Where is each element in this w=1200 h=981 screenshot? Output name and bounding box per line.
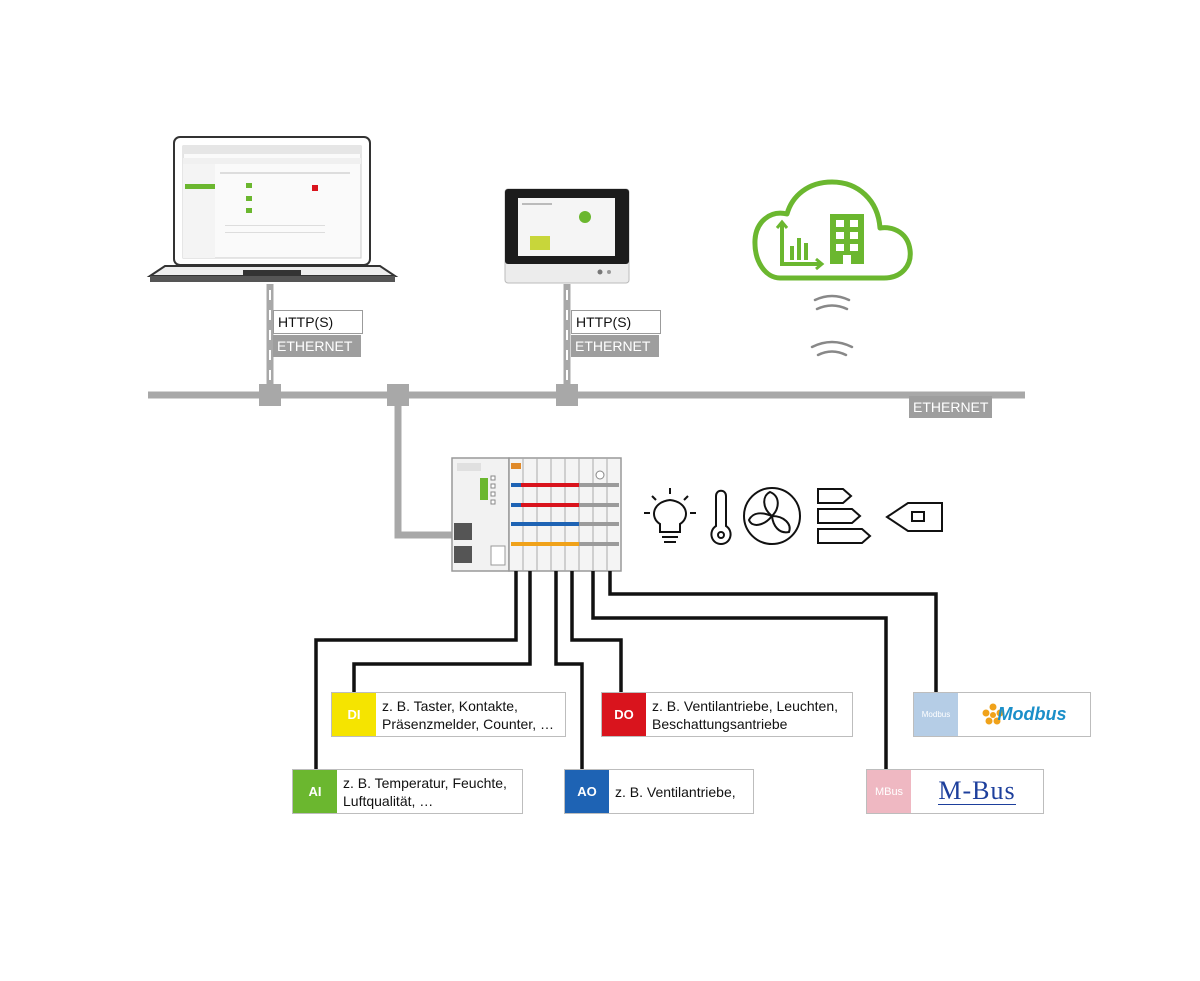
ao-text-line1: z. B. Ventilantriebe, — [615, 783, 736, 800]
controller-device — [451, 457, 622, 572]
ao-tag: AO — [565, 770, 609, 813]
ai-text-line1: z. B. Temperatur, Feuchte, — [343, 774, 507, 791]
wire-ai — [314, 571, 518, 771]
modbus-tag: Modbus — [914, 693, 958, 736]
lightbulb-icon — [644, 488, 696, 543]
ao-module-box: AO z. B. Ventilantriebe, — [564, 769, 754, 814]
do-text-line1: z. B. Ventilantriebe, Leuchten, — [652, 697, 839, 714]
mbus-module-box: MBus M-Bus — [866, 769, 1044, 814]
modbus-module-box: Modbus Modbus — [913, 692, 1091, 737]
shading-blind-icon — [885, 502, 943, 532]
panel-protocol-label: HTTP(S) — [571, 310, 661, 334]
thermometer-icon — [710, 489, 732, 546]
modbus-logo-icon — [982, 703, 1003, 724]
di-text-line2: Präsenzmelder, Counter, … — [382, 715, 554, 732]
ai-tag: AI — [293, 770, 337, 813]
io-module-stack — [508, 457, 622, 572]
panel-medium-label: ETHERNET — [571, 335, 659, 357]
energy-label-icon — [817, 488, 872, 544]
modbus-logo-text: Modbus — [997, 704, 1067, 724]
ethernet-junction — [387, 384, 409, 406]
ai-module-box: AI z. B. Temperatur, Feuchte, Luftqualit… — [292, 769, 523, 814]
do-module-box: DO z. B. Ventilantriebe, Leuchten, Besch… — [601, 692, 853, 737]
do-tag: DO — [602, 693, 646, 736]
di-text-line1: z. B. Taster, Kontakte, — [382, 697, 518, 714]
mbus-tag: MBus — [867, 770, 911, 813]
wireless-signal-icon — [810, 294, 854, 357]
laptop-icon — [146, 136, 399, 282]
di-tag: DI — [332, 693, 376, 736]
field-wiring — [314, 571, 938, 771]
field-device-icons — [644, 487, 943, 546]
ethernet-backbone — [148, 284, 1025, 539]
mbus-logo-text: M-Bus — [938, 776, 1016, 805]
laptop-protocol-label: HTTP(S) — [273, 310, 363, 334]
fan-icon — [743, 487, 801, 545]
wire-mbus — [591, 571, 888, 771]
wire-modbus — [608, 571, 938, 694]
di-module-box: DI z. B. Taster, Kontakte, Präsenzmelder… — [331, 692, 566, 737]
backbone-medium-label: ETHERNET — [909, 396, 992, 418]
ai-text-line2: Luftqualität, … — [343, 792, 434, 809]
wire-do — [570, 571, 623, 694]
touch-panel-icon — [504, 188, 630, 284]
wire-di — [352, 571, 532, 694]
laptop-medium-label: ETHERNET — [273, 335, 361, 357]
cloud-building-icon — [752, 179, 913, 281]
wire-ao — [554, 571, 584, 771]
do-text-line2: Beschattungsantriebe — [652, 715, 788, 732]
ethernet-junction — [556, 384, 578, 406]
ethernet-junction — [259, 384, 281, 406]
